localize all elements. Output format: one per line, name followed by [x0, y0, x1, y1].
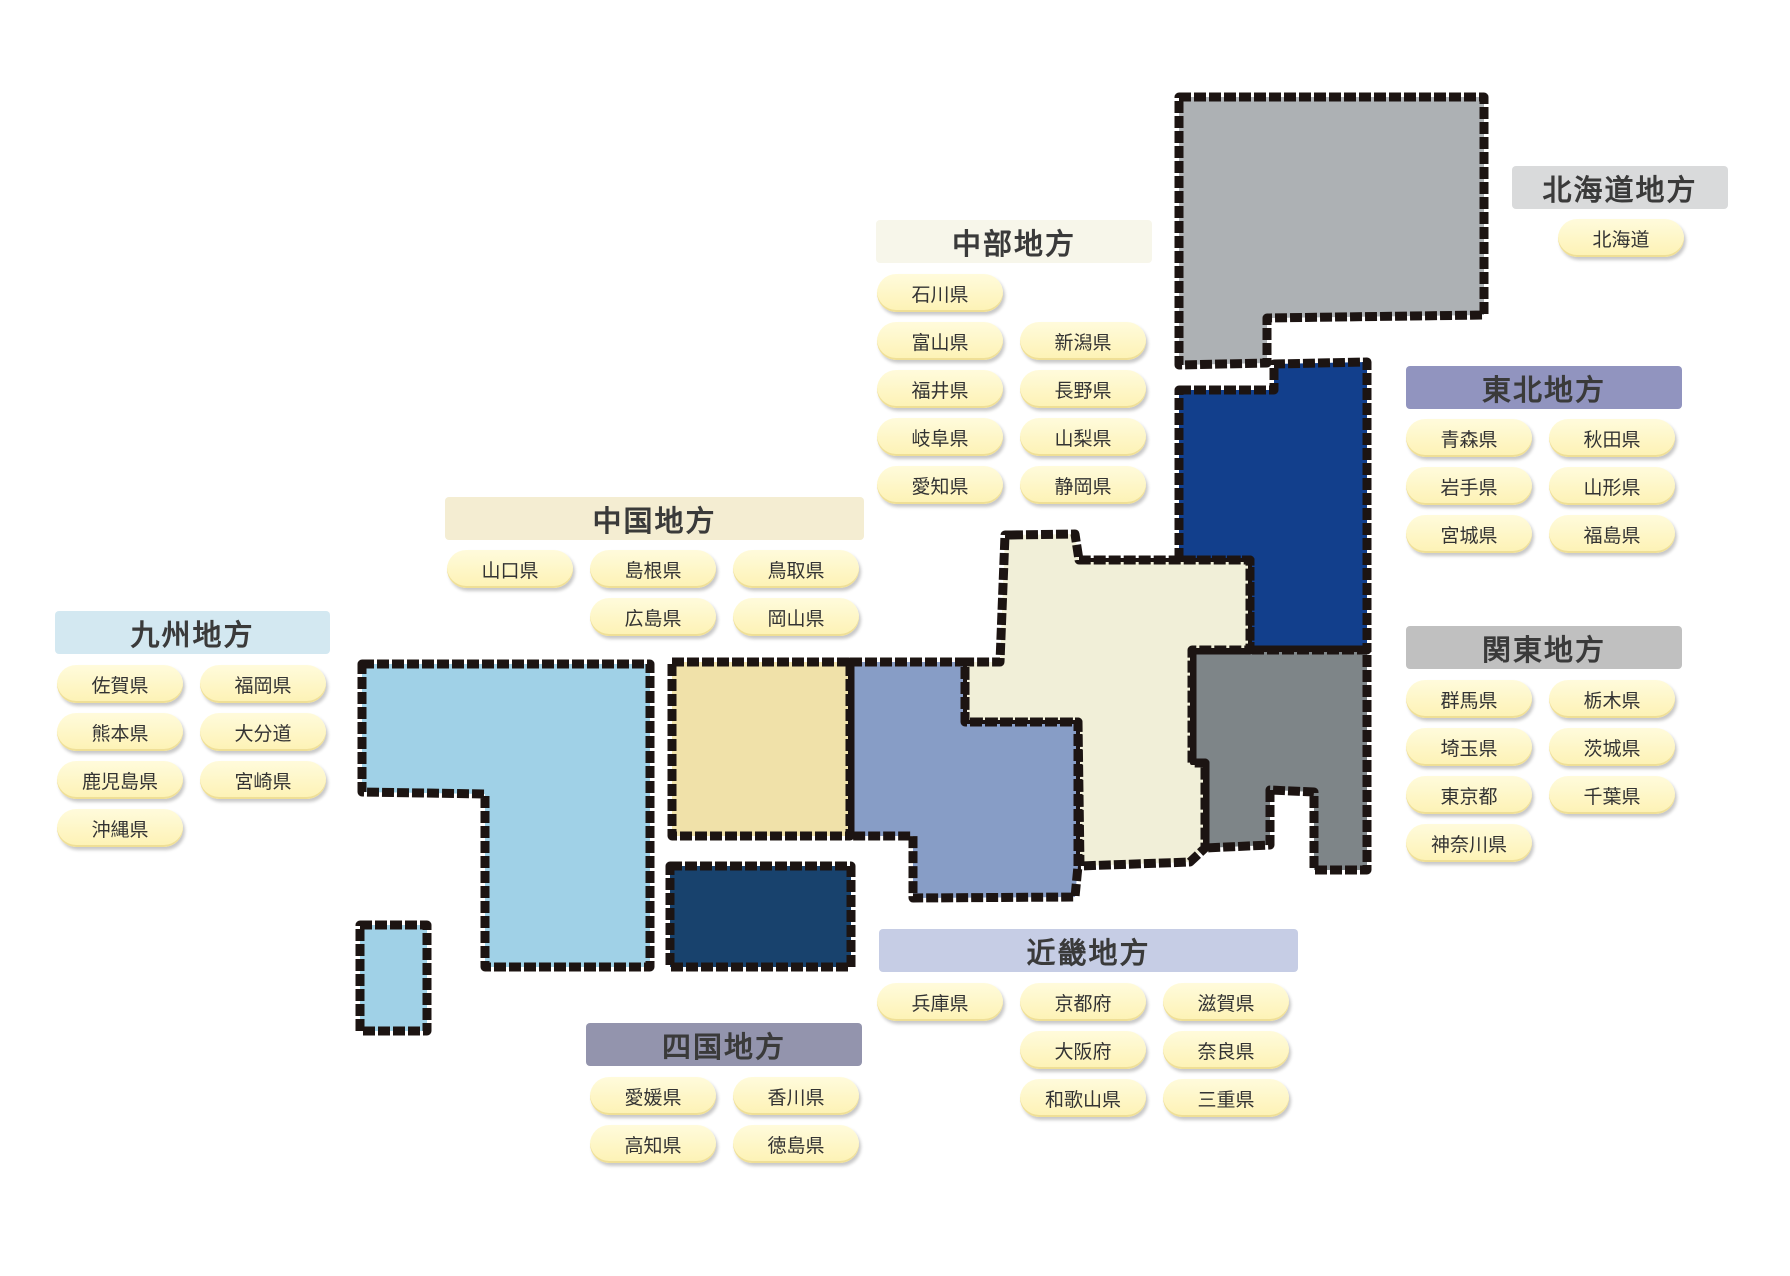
pref-yamaguchi[interactable]: 山口県	[447, 550, 573, 588]
pref-tokyo[interactable]: 東京都	[1406, 776, 1532, 814]
region-title-tohoku: 東北地方	[1406, 366, 1682, 409]
region-title-shikoku: 四国地方	[586, 1023, 862, 1066]
pref-kagawa[interactable]: 香川県	[733, 1077, 859, 1115]
pref-fukui[interactable]: 福井県	[877, 370, 1003, 408]
pref-kanagawa[interactable]: 神奈川県	[1406, 824, 1532, 862]
border-chubu-tohoku	[1079, 558, 1252, 650]
pref-niigata[interactable]: 新潟県	[1020, 322, 1146, 360]
pref-gunma[interactable]: 群馬県	[1406, 680, 1532, 718]
region-title-kyushu: 九州地方	[55, 611, 330, 654]
map-block-kyushu[interactable]	[357, 659, 655, 972]
pref-tokushima[interactable]: 徳島県	[733, 1125, 859, 1163]
border-kanto-chubu	[1190, 648, 1367, 848]
pref-aomori[interactable]: 青森県	[1406, 419, 1532, 457]
pref-hiroshima[interactable]: 広島県	[590, 598, 716, 636]
map-block-shikoku[interactable]	[665, 861, 856, 972]
pref-iwate[interactable]: 岩手県	[1406, 467, 1532, 505]
pref-aichi[interactable]: 愛知県	[877, 466, 1003, 504]
pref-okayama[interactable]: 岡山県	[733, 598, 859, 636]
pref-shimane[interactable]: 島根県	[590, 550, 716, 588]
pref-kyoto[interactable]: 京都府	[1020, 983, 1146, 1021]
map-block-kanto[interactable]	[1187, 645, 1372, 875]
region-title-hokkaido: 北海道地方	[1512, 166, 1728, 209]
pref-ishikawa[interactable]: 石川県	[877, 274, 1003, 312]
region-title-kinki: 近畿地方	[879, 929, 1298, 972]
pref-kumamoto[interactable]: 熊本県	[57, 713, 183, 751]
pref-shizuoka[interactable]: 静岡県	[1020, 466, 1146, 504]
region-title-kanto: 関東地方	[1406, 626, 1682, 669]
pref-saga[interactable]: 佐賀県	[57, 665, 183, 703]
pref-fukushima[interactable]: 福島県	[1549, 515, 1675, 553]
map-block-okinawa[interactable]	[355, 920, 432, 1036]
pref-miyazaki[interactable]: 宮崎県	[200, 761, 326, 799]
map-block-hokkaido[interactable]	[1174, 92, 1489, 370]
pref-akita[interactable]: 秋田県	[1549, 419, 1675, 457]
pref-gifu[interactable]: 岐阜県	[877, 418, 1003, 456]
pref-miyagi[interactable]: 宮城県	[1406, 515, 1532, 553]
pref-tochigi[interactable]: 栃木県	[1549, 680, 1675, 718]
pref-ibaraki[interactable]: 茨城県	[1549, 728, 1675, 766]
pref-hokkaido[interactable]: 北海道	[1558, 219, 1684, 257]
pref-yamanashi[interactable]: 山梨県	[1020, 418, 1146, 456]
border-kinki-chubu	[963, 662, 1080, 866]
pref-nara[interactable]: 奈良県	[1163, 1031, 1289, 1069]
pref-osaka[interactable]: 大阪府	[1020, 1031, 1146, 1069]
pref-saitama[interactable]: 埼玉県	[1406, 728, 1532, 766]
pref-kochi[interactable]: 高知県	[590, 1125, 716, 1163]
pref-oita[interactable]: 大分道	[200, 713, 326, 751]
pref-chiba[interactable]: 千葉県	[1549, 776, 1675, 814]
pref-wakayama[interactable]: 和歌山県	[1020, 1079, 1146, 1117]
pref-okinawa[interactable]: 沖縄県	[57, 809, 183, 847]
pref-yamagata[interactable]: 山形県	[1549, 467, 1675, 505]
pref-hyogo[interactable]: 兵庫県	[877, 983, 1003, 1021]
pref-fukuoka[interactable]: 福岡県	[200, 665, 326, 703]
region-title-chugoku: 中国地方	[445, 497, 864, 540]
pref-shiga[interactable]: 滋賀県	[1163, 983, 1289, 1021]
map-block-chugoku[interactable]	[667, 657, 855, 841]
pref-nagano[interactable]: 長野県	[1020, 370, 1146, 408]
region-title-chubu: 中部地方	[876, 220, 1152, 263]
pref-ehime[interactable]: 愛媛県	[590, 1077, 716, 1115]
pref-tottori[interactable]: 鳥取県	[733, 550, 859, 588]
pref-kagoshima[interactable]: 鹿児島県	[57, 761, 183, 799]
pref-toyama[interactable]: 富山県	[877, 322, 1003, 360]
pref-mie[interactable]: 三重県	[1163, 1079, 1289, 1117]
